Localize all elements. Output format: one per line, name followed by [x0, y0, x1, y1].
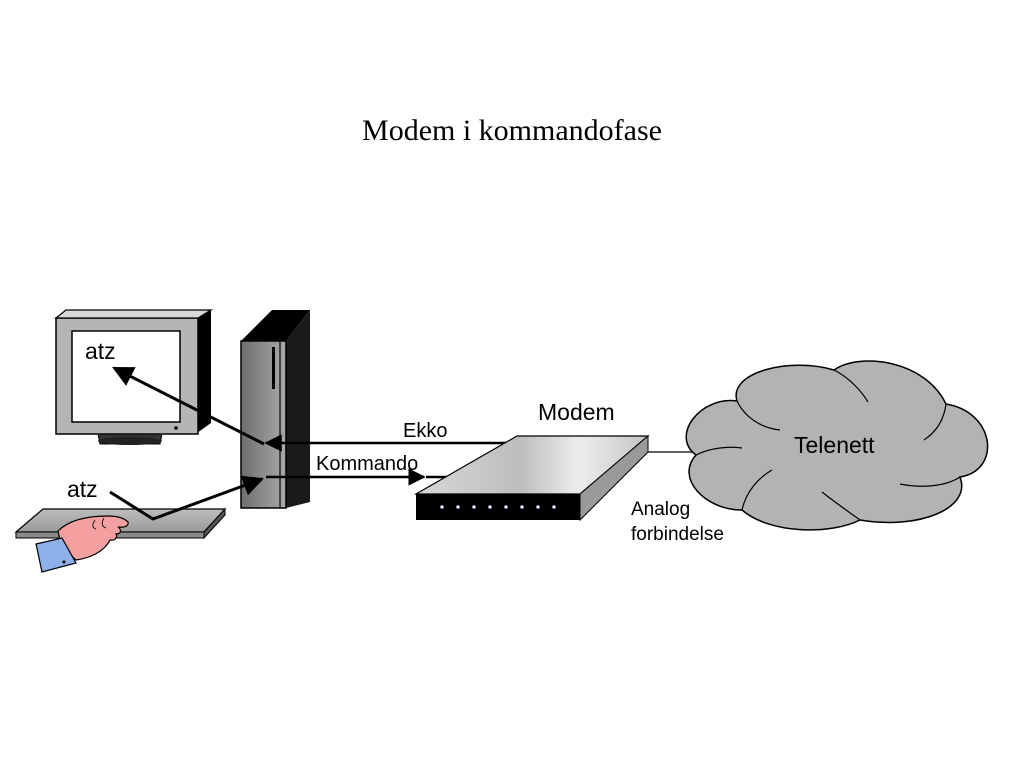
screen-output-arrow: [112, 366, 265, 446]
keyboard-input-arrow: [109, 475, 264, 521]
hand-icon: [35, 515, 129, 573]
analog-label-line2: forbindelse: [631, 524, 724, 545]
echo-label: Ekko: [403, 420, 447, 442]
diagram-title: Modem i kommandofase: [362, 114, 662, 147]
modem-led-icons: [440, 505, 556, 509]
network-label: Telenett: [794, 432, 875, 458]
modem-label: Modem: [538, 399, 615, 425]
computer-tower-icon: [240, 310, 310, 509]
analog-label-line1: Analog: [631, 499, 690, 520]
command-label: Kommando: [316, 453, 418, 475]
modem-icon: [413, 434, 650, 522]
cloud-icon: [685, 360, 989, 531]
screen-text: atz: [85, 338, 116, 364]
keyboard-text: atz: [67, 476, 98, 502]
